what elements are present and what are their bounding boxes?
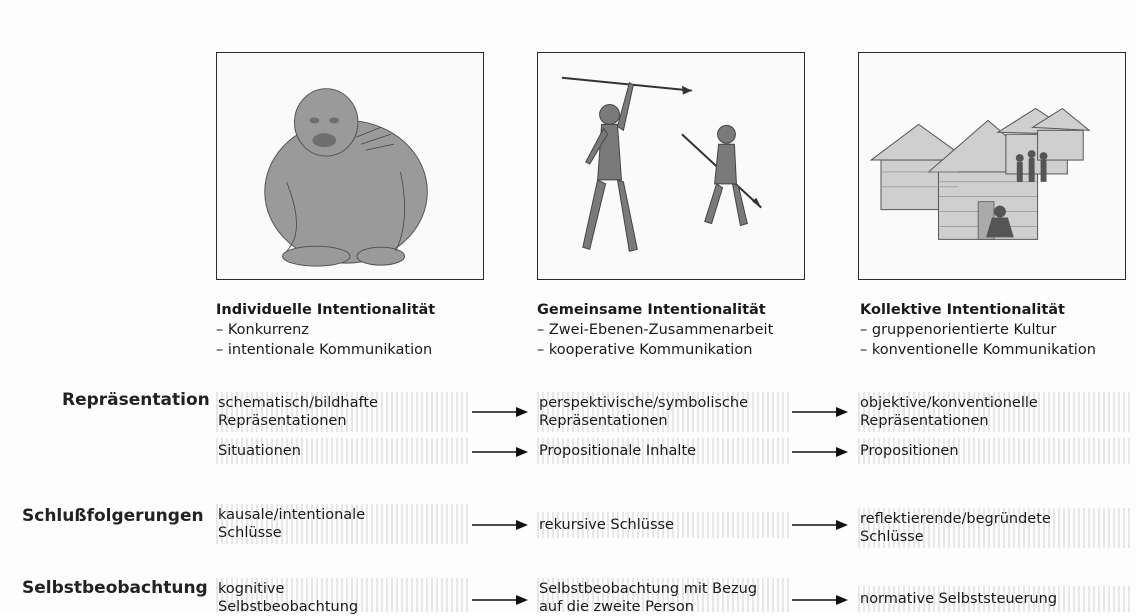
column-item: – Konkurrenz — [216, 320, 536, 340]
cell-line: Repräsentationen — [539, 412, 787, 430]
arrow-right-icon — [472, 519, 528, 531]
cell-inference-1: kausale/intentionale Schlüsse — [216, 504, 468, 544]
village-huts-illustration — [858, 52, 1126, 280]
chimpanzee-illustration — [216, 52, 484, 280]
cell-representation-content-3: Propositionen — [858, 438, 1130, 464]
cell-line: perspektivische/symbolische — [539, 394, 787, 412]
spear-hunters-illustration — [537, 52, 805, 280]
arrow-right-icon — [472, 594, 528, 606]
arrow-right-icon — [472, 406, 528, 418]
arrow-right-icon — [472, 446, 528, 458]
cell-line: auf die zweite Person — [539, 598, 787, 616]
cell-inference-3: reflektierende/begründete Schlüsse — [858, 508, 1130, 548]
row-label-self-monitoring: Selbstbeobachtung — [22, 578, 208, 598]
cell-line: Schlüsse — [860, 528, 1128, 546]
arrow-right-icon — [792, 519, 848, 531]
row-label-representation: Repräsentation — [62, 390, 210, 410]
cell-line: Selbstbeobachtung — [218, 598, 466, 616]
column-item: – gruppenorientierte Kultur — [860, 320, 1136, 340]
column-heading-individual: Individuelle Intentionalität – Konkurren… — [216, 300, 536, 360]
arrow-right-icon — [792, 406, 848, 418]
column-item: – konventionelle Kommunikation — [860, 340, 1136, 360]
column-heading-shared: Gemeinsame Intentionalität – Zwei-Ebenen… — [537, 300, 857, 360]
cell-line: objektive/konventionelle — [860, 394, 1128, 412]
cell-line: reflektierende/begründete — [860, 510, 1128, 528]
row-label-inference: Schlußfolgerungen — [22, 506, 204, 526]
cell-representation-content-2: Propositionale Inhalte — [537, 438, 789, 464]
cell-self-monitoring-3: normative Selbststeuerung — [858, 586, 1130, 612]
arrow-right-icon — [792, 594, 848, 606]
cell-line: Propositionale Inhalte — [539, 442, 696, 460]
cell-line: Schlüsse — [218, 524, 466, 542]
cell-representation-content-1: Situationen — [216, 438, 468, 464]
cell-line: Repräsentationen — [218, 412, 466, 430]
cell-line: Selbstbeobachtung mit Bezug — [539, 580, 787, 598]
cell-line: Repräsentationen — [860, 412, 1128, 430]
column-title: Individuelle Intentionalität — [216, 300, 536, 320]
cell-self-monitoring-1: kognitive Selbstbeobachtung — [216, 578, 468, 612]
cell-line: schematisch/bildhafte — [218, 394, 466, 412]
cell-line: Situationen — [218, 442, 301, 460]
column-item: – intentionale Kommunikation — [216, 340, 536, 360]
cell-representation-1: schematisch/bildhafte Repräsentationen — [216, 392, 468, 432]
column-heading-collective: Kollektive Intentionalität – gruppenorie… — [860, 300, 1136, 360]
column-item: – Zwei-Ebenen-Zusammenarbeit — [537, 320, 857, 340]
cell-line: Propositionen — [860, 442, 959, 460]
cell-representation-2: perspektivische/symbolische Repräsentati… — [537, 392, 789, 432]
column-item: – kooperative Kommunikation — [537, 340, 857, 360]
column-title: Gemeinsame Intentionalität — [537, 300, 857, 320]
arrow-right-icon — [792, 446, 848, 458]
cell-representation-3: objektive/konventionelle Repräsentatione… — [858, 392, 1130, 432]
cell-line: rekursive Schlüsse — [539, 516, 674, 534]
column-title: Kollektive Intentionalität — [860, 300, 1136, 320]
cell-line: kognitive — [218, 580, 466, 598]
cell-line: kausale/intentionale — [218, 506, 466, 524]
cell-line: normative Selbststeuerung — [860, 590, 1057, 608]
cell-inference-2: rekursive Schlüsse — [537, 512, 789, 538]
cell-self-monitoring-2: Selbstbeobachtung mit Bezug auf die zwei… — [537, 578, 789, 612]
